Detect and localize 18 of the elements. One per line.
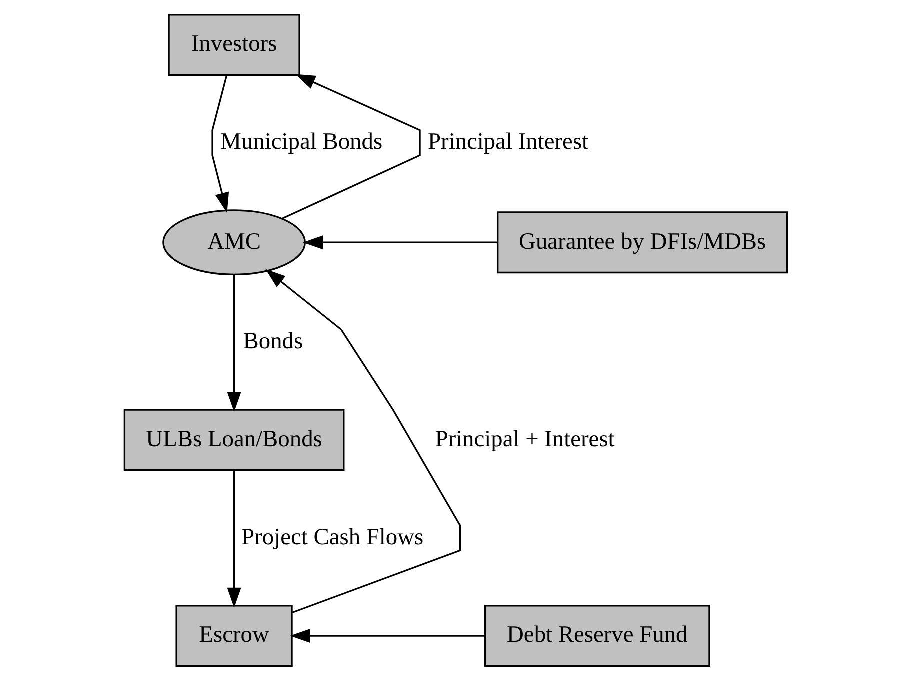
arrow	[281, 74, 420, 220]
arrow	[226, 274, 241, 412]
node-box: Debt Reserve Fund	[484, 605, 710, 667]
node-box: Investors	[168, 14, 300, 76]
node-box: Escrow	[175, 605, 292, 667]
arrow	[290, 628, 485, 644]
edge-label: Principal + Interest	[434, 426, 614, 452]
arrow	[302, 236, 498, 250]
node-box: ULBs Loan/Bonds	[123, 409, 344, 472]
edge-label: Principal Interest	[428, 129, 588, 156]
arrow	[211, 75, 229, 213]
node-ellipse: AMC	[162, 210, 306, 276]
arrow	[265, 269, 461, 614]
arrow	[226, 471, 241, 608]
edge-label: Municipal Bonds	[220, 129, 382, 156]
edge-label: Project Cash Flows	[241, 524, 424, 550]
node-box: Guarantee by DFIs/MDBs	[496, 212, 788, 274]
edge-label: Bonds	[242, 328, 303, 355]
